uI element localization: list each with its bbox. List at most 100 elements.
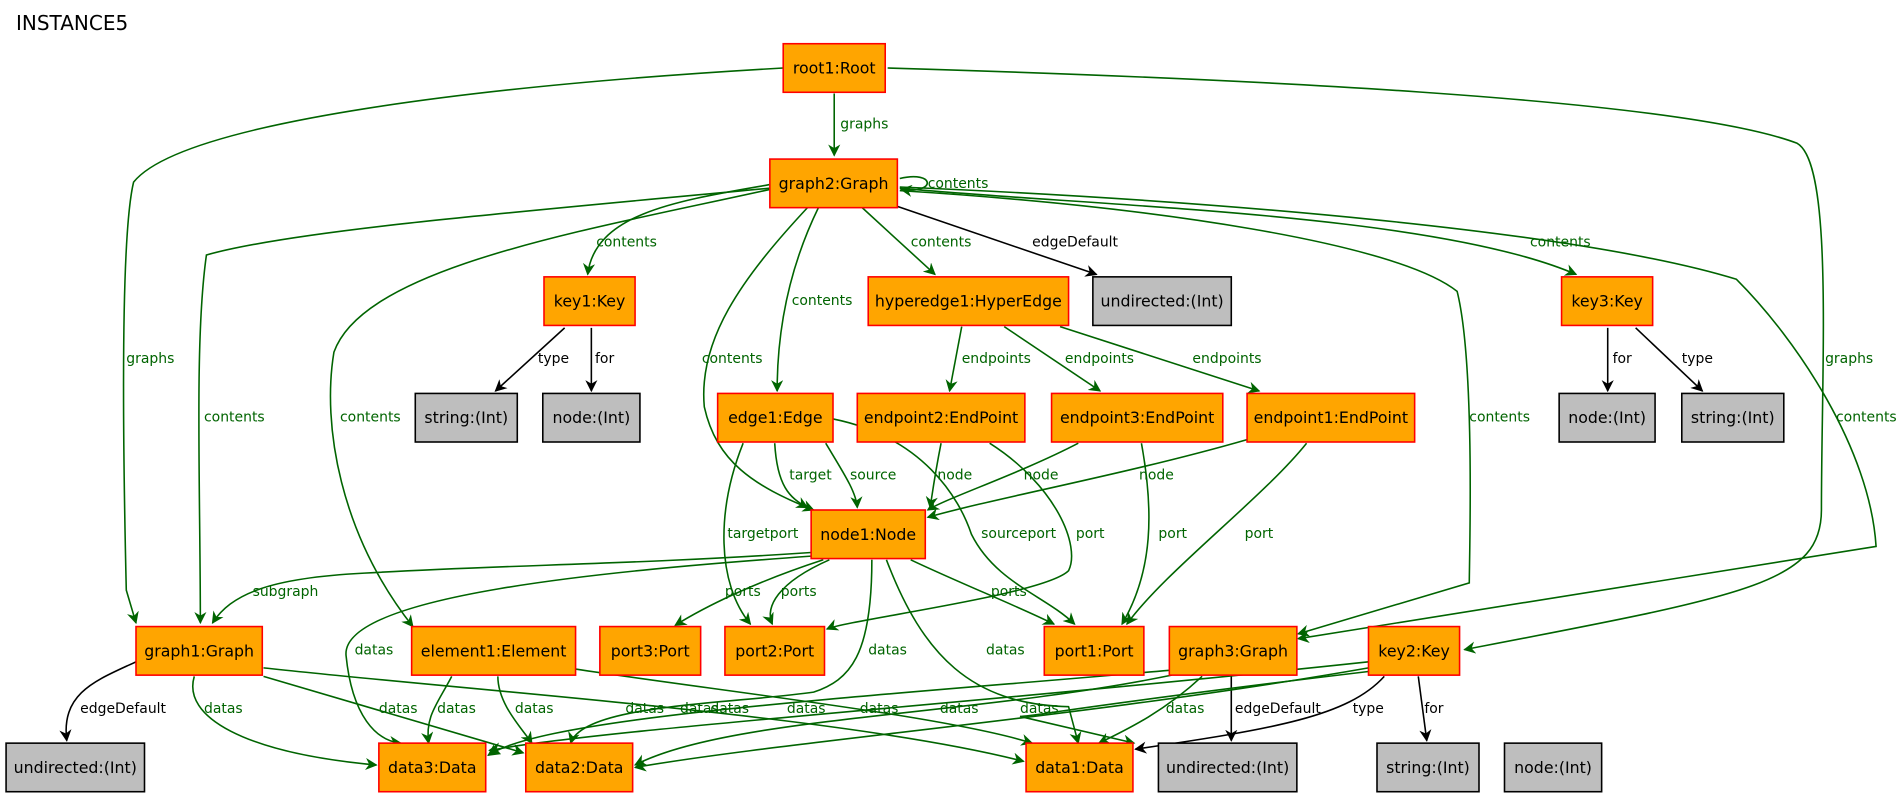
node-hyperedge1[interactable]: hyperedge1:HyperEdge [867, 276, 1070, 327]
object-box[interactable] [782, 42, 887, 94]
object-box[interactable] [135, 625, 264, 676]
node-undirected_g2[interactable]: undirected:(Int) [1092, 276, 1233, 327]
edge-node1-to-port2-ports: ports [762, 559, 830, 626]
node-graph2[interactable]: graph2:Graph [769, 158, 899, 209]
value-box[interactable] [1680, 392, 1785, 443]
edge-line [568, 559, 873, 745]
value-box[interactable] [1157, 742, 1298, 793]
node-label: string:(Int) [424, 408, 508, 427]
object-box[interactable] [1050, 392, 1224, 443]
edge-endpoint1-to-port1-port: port [1126, 442, 1308, 626]
value-box[interactable] [1376, 742, 1480, 793]
object-box[interactable] [410, 625, 577, 676]
node-data2[interactable]: data2:Data [524, 742, 634, 793]
node-node_k3[interactable]: node:(Int) [1558, 392, 1656, 443]
node-string_k3[interactable]: string:(Int) [1680, 392, 1785, 443]
node-node1[interactable]: node1:Node [810, 509, 927, 560]
node-undirected_g1[interactable]: undirected:(Int) [5, 742, 146, 793]
edge-graph2-to-key1-contents: contents [582, 183, 770, 276]
edge-graph1-to-data1-datas: datas [263, 667, 1025, 765]
node-key2[interactable]: key2:Key [1367, 625, 1461, 676]
node-endpoint2[interactable]: endpoint2:EndPoint [856, 392, 1026, 443]
edge-label: source [850, 468, 896, 484]
node-edge1[interactable]: edge1:Edge [716, 392, 834, 443]
node-label: graph1:Graph [144, 641, 254, 660]
edge-key2-to-string_k2-type: type [1134, 675, 1385, 754]
object-box[interactable] [1560, 276, 1654, 327]
value-box[interactable] [5, 742, 146, 793]
value-box[interactable] [414, 392, 519, 443]
edge-label: datas [515, 701, 554, 717]
object-box[interactable] [1367, 625, 1461, 676]
object-box[interactable] [1043, 625, 1145, 676]
edge-line [762, 559, 830, 626]
edge-label: datas [868, 643, 907, 659]
edge-graph2-to-hyperedge1-contents: contents [861, 207, 971, 276]
node-graph3[interactable]: graph3:Graph [1168, 625, 1298, 676]
edge-label: endpoints [1065, 351, 1134, 367]
node-data3[interactable]: data3:Data [378, 742, 487, 793]
object-box[interactable] [599, 625, 702, 676]
object-box[interactable] [867, 276, 1070, 327]
value-box[interactable] [1503, 742, 1603, 793]
node-port1[interactable]: port1:Port [1043, 625, 1145, 676]
node-string_k2[interactable]: string:(Int) [1376, 742, 1480, 793]
node-key3[interactable]: key3:Key [1560, 276, 1654, 327]
node-element1[interactable]: element1:Element [410, 625, 577, 676]
edge-line [832, 418, 1076, 625]
node-key1[interactable]: key1:Key [543, 276, 636, 327]
node-node_k1[interactable]: node:(Int) [541, 392, 641, 443]
object-box[interactable] [1025, 742, 1134, 793]
object-box[interactable] [1168, 625, 1298, 676]
object-box[interactable] [378, 742, 487, 793]
object-box[interactable] [524, 742, 634, 793]
edge-line [899, 187, 1578, 276]
node-graph1[interactable]: graph1:Graph [135, 625, 264, 676]
edge-label: port [1158, 526, 1187, 542]
node-endpoint1[interactable]: endpoint1:EndPoint [1246, 392, 1416, 443]
node-root1[interactable]: root1:Root [782, 42, 887, 94]
edge-label: contents [204, 409, 265, 425]
node-data1[interactable]: data1:Data [1025, 742, 1134, 793]
node-port3[interactable]: port3:Port [599, 625, 702, 676]
node-label: key3:Key [1571, 292, 1643, 311]
edge-label: datas [379, 701, 418, 717]
edge-line [1134, 675, 1385, 754]
object-box[interactable] [769, 158, 899, 209]
edge-line [897, 205, 1098, 277]
object-box[interactable] [543, 276, 636, 327]
edge-key1-to-node_k1-for: for [585, 327, 614, 393]
edge-line [1059, 325, 1261, 394]
node-port2[interactable]: port2:Port [724, 625, 826, 676]
node-undirected_g3[interactable]: undirected:(Int) [1157, 742, 1298, 793]
node-label: node1:Node [820, 525, 916, 544]
object-box[interactable] [1246, 392, 1416, 443]
object-box[interactable] [810, 509, 927, 560]
value-box[interactable] [1558, 392, 1656, 443]
node-label: node:(Int) [1514, 758, 1592, 777]
edge-hyperedge1-to-endpoint3-endpoints: endpoints [1003, 325, 1134, 392]
object-box[interactable] [716, 392, 834, 443]
edge-line [575, 668, 1034, 746]
edge-label: datas [1166, 701, 1205, 717]
edge-element1-to-data3-datas: datas [421, 675, 476, 745]
value-box[interactable] [541, 392, 641, 443]
value-box[interactable] [1092, 276, 1233, 327]
edge-key3-to-string_k3-type: type [1635, 327, 1713, 392]
edge-line [899, 189, 1472, 637]
node-node_k2[interactable]: node:(Int) [1503, 742, 1603, 793]
edge-line [582, 183, 770, 276]
object-box[interactable] [856, 392, 1026, 443]
node-endpoint3[interactable]: endpoint3:EndPoint [1050, 392, 1224, 443]
edge-graph2-to-graph3-contents: contents [899, 189, 1530, 637]
edge-label: subgraph [253, 584, 319, 600]
edge-label: edgeDefault [1032, 235, 1118, 251]
object-box[interactable] [724, 625, 826, 676]
edge-line [211, 551, 812, 624]
edge-label: graphs [840, 117, 888, 133]
edge-label: contents [1469, 409, 1530, 425]
node-label: key1:Key [554, 292, 626, 311]
edge-label: for [595, 351, 614, 367]
node-string_k1[interactable]: string:(Int) [414, 392, 519, 443]
edge-line [825, 442, 863, 509]
